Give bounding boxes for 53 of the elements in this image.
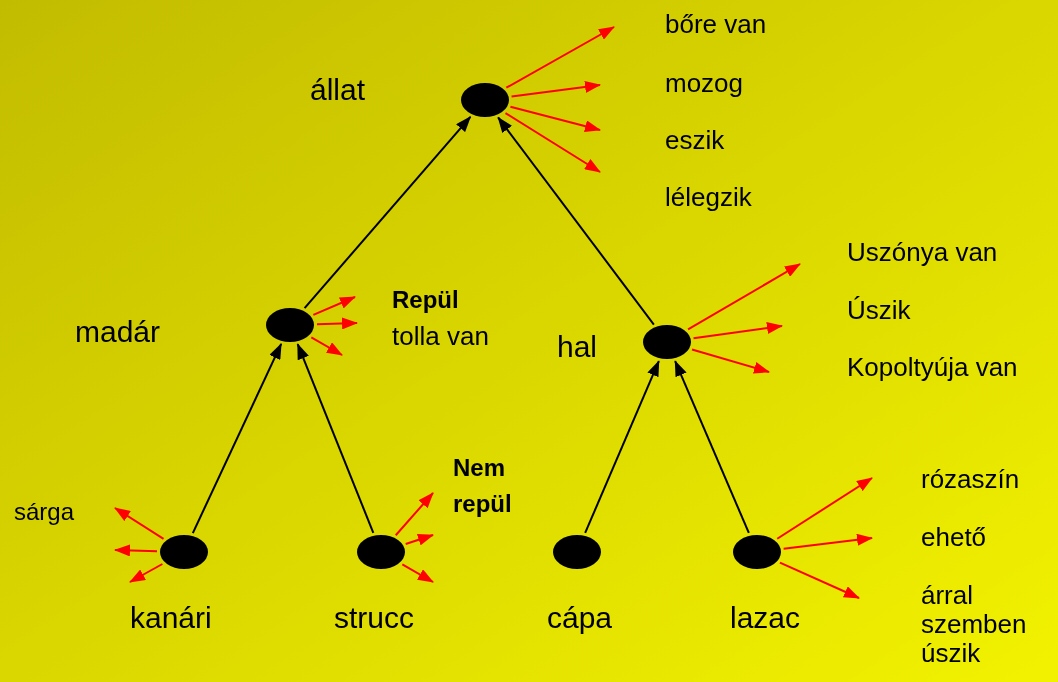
arrow (692, 322, 783, 340)
node-dot (357, 535, 405, 569)
arrow (584, 360, 660, 534)
property-note: Nem repül (453, 453, 513, 519)
node-label: strucc (334, 600, 414, 636)
arrow (191, 342, 283, 535)
arrow (296, 343, 375, 534)
arrow (510, 81, 601, 98)
property-label: árral szemben úszik (857, 581, 1052, 668)
arrow (687, 263, 801, 331)
property-label: eszik (598, 118, 778, 155)
arrow (129, 563, 164, 583)
arrow (776, 477, 873, 540)
arrow (782, 533, 873, 550)
property-note: Repül (392, 285, 459, 315)
arrow (404, 533, 434, 546)
property-note: sárga (14, 497, 75, 527)
arrow (778, 561, 860, 599)
node-label: madár (75, 314, 161, 350)
property-label: Úszik (780, 296, 980, 338)
arrow (114, 507, 165, 540)
arrow (312, 296, 356, 316)
arrow (310, 336, 343, 356)
arrow (394, 492, 434, 537)
node-dot (266, 308, 314, 342)
arrow (303, 115, 472, 310)
node-label: kanári (130, 600, 212, 636)
property-note: tolla van (392, 320, 489, 353)
property-label: mozog (598, 69, 778, 98)
node-dot (160, 535, 208, 569)
property-label: bőre van (612, 10, 802, 39)
node-label: cápa (547, 600, 613, 636)
arrow (691, 348, 770, 374)
arrow (316, 317, 358, 330)
property-label: rózaszín (870, 465, 1040, 494)
property-label: Kopoltyúja van (767, 353, 1047, 384)
node-label: állat (310, 72, 366, 108)
node-dot (733, 535, 781, 569)
node-label: lazac (730, 600, 801, 636)
arrow (509, 105, 601, 133)
node-dot (461, 83, 509, 117)
node-dot (643, 325, 691, 359)
arrow (114, 544, 158, 557)
property-label: ehető (870, 523, 1020, 552)
arrow (401, 563, 434, 583)
node-label: hal (557, 329, 598, 365)
node-dot (553, 535, 601, 569)
property-label: Uszónya van (798, 238, 1020, 280)
arrow (674, 360, 750, 534)
arrow (504, 112, 601, 173)
arrow (497, 116, 655, 326)
arrow (505, 26, 615, 89)
property-label: lélegzik (598, 160, 798, 212)
